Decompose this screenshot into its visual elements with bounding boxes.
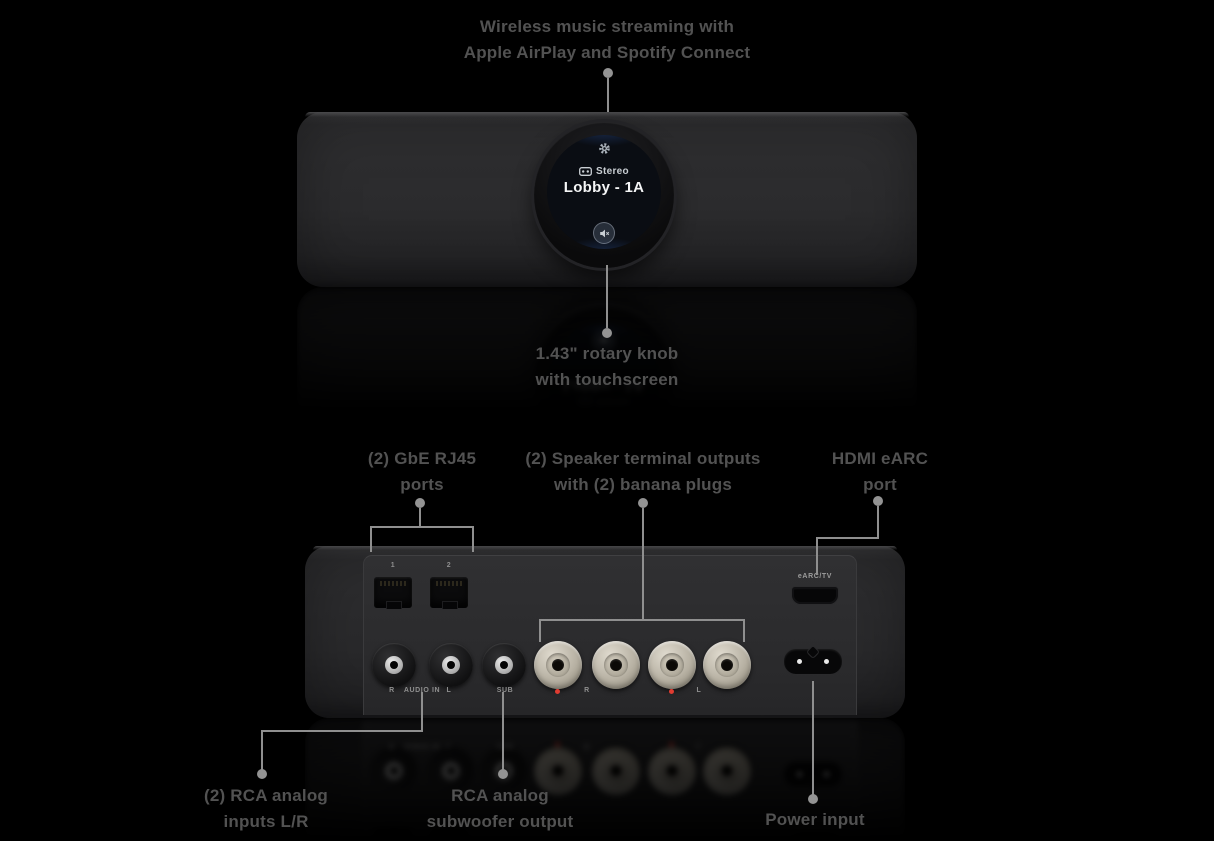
callout-subwoofer-line1: RCA analog bbox=[451, 786, 549, 805]
leader-bracket-rj45-left bbox=[370, 527, 372, 552]
callout-knob-line2: with touchscreen bbox=[535, 370, 679, 389]
rj45-port2-label: 2 bbox=[446, 562, 452, 569]
leader-dot-rca-in bbox=[257, 769, 267, 779]
rca-input-right[interactable] bbox=[372, 643, 416, 687]
leader-dot-hdmi bbox=[873, 496, 883, 506]
leader-line-hdmi-v2 bbox=[816, 538, 818, 575]
leader-bracket-speaker bbox=[539, 619, 745, 621]
terminal-left-label: L bbox=[696, 687, 702, 694]
terminal-l-red-marker bbox=[669, 689, 674, 694]
power-pin-right bbox=[824, 659, 829, 664]
power-pin-left bbox=[797, 659, 802, 664]
rca-sub-output[interactable] bbox=[482, 643, 526, 687]
rca-sub-label: SUB bbox=[496, 687, 514, 694]
leader-line-rj45 bbox=[419, 508, 421, 527]
hdmi-earc-tv-label: eARC/TV bbox=[797, 573, 833, 580]
leader-line-hdmi-h bbox=[816, 537, 879, 539]
stereo-amp-icon bbox=[579, 167, 592, 176]
leader-dot-power bbox=[808, 794, 818, 804]
callout-streaming: Wireless music streaming with Apple AirP… bbox=[464, 14, 751, 66]
rca-right-label: R bbox=[389, 687, 395, 694]
leader-line-hdmi-v1 bbox=[877, 506, 879, 539]
knob-touchscreen[interactable]: Stereo Lobby - 1A bbox=[547, 135, 661, 249]
back-device: 1 2 R AUDIO IN L SUB R L eARC/TV bbox=[305, 546, 905, 718]
callout-hdmi-line1: HDMI eARC bbox=[831, 449, 929, 468]
rca-input-left[interactable] bbox=[429, 643, 473, 687]
callout-streaming-line2: Apple AirPlay and Spotify Connect bbox=[463, 43, 751, 62]
rj45-port-2[interactable] bbox=[430, 577, 468, 609]
speaker-terminal-r-neg[interactable] bbox=[592, 641, 640, 689]
zone-name: Lobby - 1A bbox=[563, 179, 645, 196]
leader-bracket-speaker-left bbox=[539, 620, 541, 642]
leader-line-sub bbox=[502, 692, 504, 770]
leader-line-rca-in-v1 bbox=[421, 692, 423, 732]
callout-subwoofer: RCA analog subwoofer output bbox=[427, 783, 574, 835]
front-device-wrap: Stereo Lobby - 1A bbox=[297, 112, 917, 462]
speaker-mute-icon bbox=[599, 229, 609, 237]
leader-dot-streaming bbox=[603, 68, 613, 78]
callout-power-line1: Power input bbox=[765, 810, 865, 829]
zone-mode-label: Stereo bbox=[596, 166, 629, 177]
callout-streaming-line1: Wireless music streaming with bbox=[479, 17, 735, 36]
speaker-terminal-l-neg[interactable] bbox=[703, 641, 751, 689]
leader-line-speaker bbox=[642, 508, 644, 620]
rca-left-label: L bbox=[446, 687, 452, 694]
callout-hdmi-line2: port bbox=[863, 475, 897, 494]
callout-hdmi: HDMI eARC port bbox=[832, 446, 928, 498]
leader-bracket-rj45-right bbox=[472, 527, 474, 552]
speaker-terminal-l-pos[interactable] bbox=[648, 641, 696, 689]
leader-dot-sub bbox=[498, 769, 508, 779]
leader-bracket-rj45 bbox=[370, 526, 474, 528]
callout-subwoofer-line2: subwoofer output bbox=[426, 812, 574, 831]
leader-dot-speaker bbox=[638, 498, 648, 508]
leader-line-rca-in-v2 bbox=[261, 731, 263, 770]
leader-line-power bbox=[812, 681, 814, 795]
power-socket[interactable] bbox=[784, 649, 842, 674]
leader-line-streaming bbox=[607, 78, 609, 112]
rj45-port-1[interactable] bbox=[374, 577, 412, 609]
leader-line-rca-in-h bbox=[261, 730, 423, 732]
audio-in-label: AUDIO IN bbox=[403, 687, 441, 694]
leader-line-knob bbox=[606, 265, 608, 328]
callout-rca-inputs-line2: inputs L/R bbox=[223, 812, 309, 831]
rotary-knob[interactable]: Stereo Lobby - 1A bbox=[534, 122, 674, 268]
leader-dot-rj45 bbox=[415, 498, 425, 508]
gear-icon[interactable] bbox=[547, 142, 661, 155]
callout-rca-inputs: (2) RCA analog inputs L/R bbox=[204, 783, 328, 835]
callout-speaker-line1: (2) Speaker terminal outputs bbox=[525, 449, 761, 468]
rj45-port1-label: 1 bbox=[390, 562, 396, 569]
back-device-wrap: 1 2 R AUDIO IN L SUB R L eARC/TV bbox=[305, 546, 905, 841]
callout-speaker-line2: with (2) banana plugs bbox=[554, 475, 732, 494]
callout-rca-inputs-line1: (2) RCA analog bbox=[203, 786, 329, 805]
terminal-r-red-marker bbox=[555, 689, 560, 694]
speaker-terminal-r-pos[interactable] bbox=[534, 641, 582, 689]
callout-power: Power input bbox=[765, 807, 864, 833]
front-device: Stereo Lobby - 1A bbox=[297, 112, 917, 287]
callout-rj45-line1: (2) GbE RJ45 bbox=[367, 449, 477, 468]
callout-rj45-line2: ports bbox=[400, 475, 444, 494]
callout-knob: 1.43" rotary knob with touchscreen bbox=[535, 341, 678, 393]
leader-dot-knob bbox=[602, 328, 612, 338]
terminal-right-label: R bbox=[584, 687, 590, 694]
callout-rj45: (2) GbE RJ45 ports bbox=[368, 446, 476, 498]
speaker-mute-button[interactable] bbox=[593, 222, 615, 244]
hdmi-earc-port[interactable] bbox=[792, 587, 838, 604]
leader-bracket-speaker-right bbox=[743, 620, 745, 642]
callout-speaker-out: (2) Speaker terminal outputs with (2) ba… bbox=[525, 446, 760, 498]
callout-knob-line1: 1.43" rotary knob bbox=[535, 344, 679, 363]
zone-mode-row: Stereo bbox=[547, 166, 661, 177]
